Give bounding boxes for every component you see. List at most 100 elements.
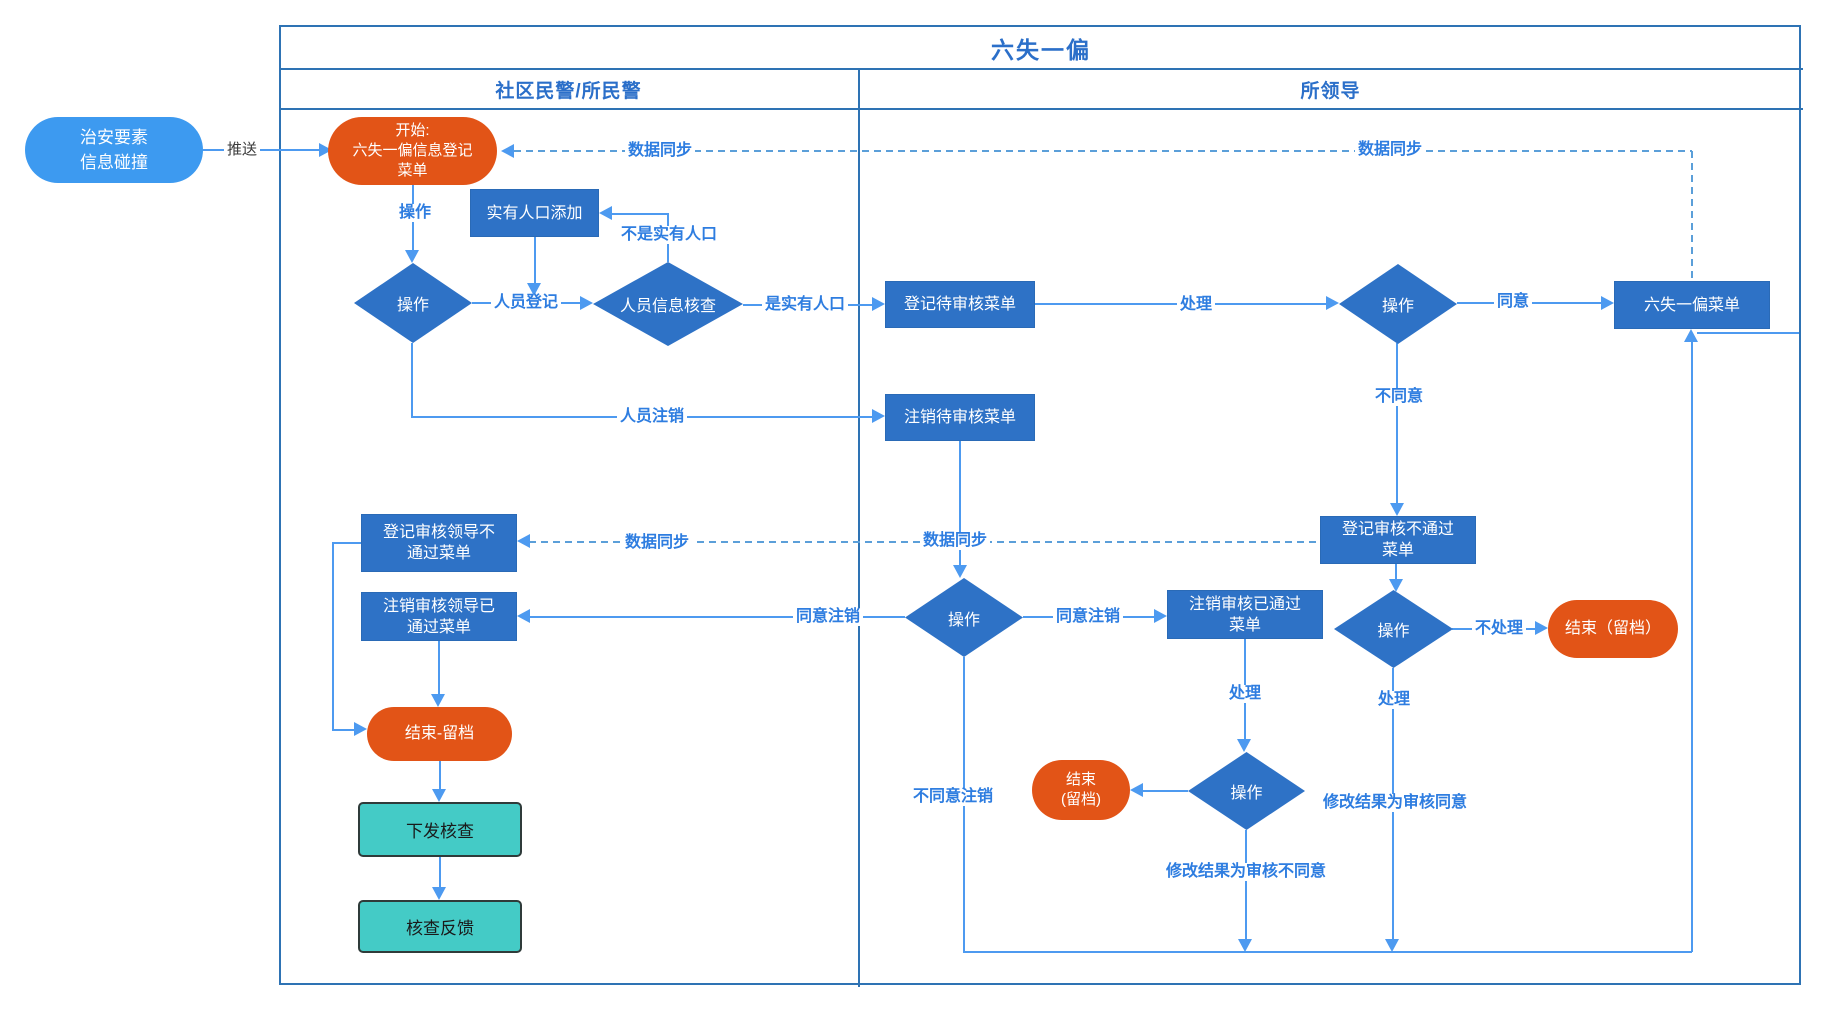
connector-segment xyxy=(333,542,361,544)
node-register-review-leader-rejected-menu: 登记审核领导不通过菜单 xyxy=(361,514,517,572)
connector-segment xyxy=(1697,332,1799,334)
label-agree: 同意 xyxy=(1493,293,1533,311)
lane-header-community-police: 社区民警/所民警 xyxy=(495,80,642,102)
node-text-line: 菜单 xyxy=(1381,542,1414,559)
node-text-line: 通过菜单 xyxy=(406,545,471,562)
node-end-archive-right: 结束（留档） xyxy=(1548,600,1678,658)
connector-segment xyxy=(1245,830,1247,940)
node-text-line: 结束 xyxy=(1065,771,1096,788)
arrowhead-icon xyxy=(599,206,612,220)
node-register-review-rejected-menu: 登记审核不通过菜单 xyxy=(1320,516,1476,564)
node-text-line: 六失一偏菜单 xyxy=(1643,296,1740,314)
connector-segment xyxy=(1396,343,1398,504)
arrowhead-icon xyxy=(580,296,593,310)
node-cancel-review-approved-menu: 注销审核已通过菜单 xyxy=(1167,590,1323,639)
node-text-line: 菜单 xyxy=(1228,616,1261,634)
lane-divider-line xyxy=(858,68,860,987)
arrowhead-icon xyxy=(354,722,367,736)
label-no-process: 不处理 xyxy=(1471,620,1527,638)
arrowhead-icon xyxy=(527,283,541,296)
label-not-real-population: 不是实有人口 xyxy=(617,226,721,244)
connector-segment xyxy=(439,761,441,790)
connector-segment xyxy=(963,951,1692,953)
label-disagree-cancel: 不同意注销 xyxy=(909,788,997,806)
connector-segment xyxy=(529,616,905,618)
node-cancel-pending-review-menu: 注销待审核菜单 xyxy=(885,394,1035,441)
label-person-register: 人员登记 xyxy=(490,294,562,312)
label-process-1: 处理 xyxy=(1176,296,1216,314)
arrowhead-icon xyxy=(432,789,446,802)
diagram-outer-frame xyxy=(279,25,1801,985)
node-text-line: 人员信息核查 xyxy=(619,298,716,315)
arrowhead-icon xyxy=(872,297,885,311)
connector-segment xyxy=(439,857,441,888)
node-text-line: 治安要素 xyxy=(80,128,148,147)
node-text-line: 操作 xyxy=(396,297,429,314)
node-end-archive-bottom: 结束 (留档) xyxy=(1032,760,1130,820)
label-agree-cancel-left: 同意注销 xyxy=(792,608,864,626)
node-text-line: 操作 xyxy=(1381,298,1414,315)
node-six-loss-menu: 六失一偏菜单 xyxy=(1614,281,1770,329)
diagram-title: 六失一偏 xyxy=(991,36,1091,63)
arrowhead-icon xyxy=(431,694,445,707)
node-verification-feedback: 核查反馈 xyxy=(358,900,522,953)
node-text-line: 注销待审核菜单 xyxy=(903,409,1016,426)
arrowhead-icon xyxy=(1237,739,1251,752)
connector-segment xyxy=(411,343,413,417)
node-cancel-review-leader-approved-menu: 注销审核领导已通过菜单 xyxy=(361,592,517,641)
arrowhead-icon xyxy=(1385,939,1399,952)
node-text-line: 菜单 xyxy=(397,162,428,179)
arrowhead-icon xyxy=(1130,783,1143,797)
dashed-connector-segment xyxy=(1691,151,1693,281)
label-data-sync-4: 数据同步 xyxy=(919,532,991,550)
node-security-element-collision: 治安要素信息碰撞 xyxy=(25,117,203,183)
connector-segment xyxy=(1142,790,1188,792)
node-text-line: 登记审核不通过 xyxy=(1341,521,1454,538)
node-text-line: 通过菜单 xyxy=(406,618,471,636)
label-push: 推送 xyxy=(223,141,261,159)
node-text-line: 核查反馈 xyxy=(406,919,474,938)
label-is-real-population: 是实有人口 xyxy=(761,296,849,314)
node-text-line: 操作 xyxy=(947,611,980,629)
label-person-cancel: 人员注销 xyxy=(616,408,688,426)
connector-segment xyxy=(1691,342,1693,952)
node-text-line: 操作 xyxy=(1230,785,1263,802)
connector-segment xyxy=(332,729,355,731)
arrowhead-icon xyxy=(953,565,967,578)
arrowhead-icon xyxy=(1535,621,1548,635)
node-text-line: 注销审核领导已 xyxy=(382,597,495,615)
node-start-registration-menu: 开始: 六失一偏信息登记菜单 xyxy=(328,117,497,185)
label-operate: 操作 xyxy=(395,204,435,222)
dashed-connector-segment xyxy=(514,150,1692,152)
node-text-line: (留档) xyxy=(1061,791,1101,808)
arrowhead-icon xyxy=(517,534,530,548)
node-text-line: 下发核查 xyxy=(406,822,474,841)
arrowhead-icon xyxy=(1326,296,1339,310)
label-modify-result-disagree: 修改结果为审核不同意 xyxy=(1162,863,1330,881)
node-real-population-add: 实有人口添加 xyxy=(470,189,599,237)
arrowhead-icon xyxy=(872,409,885,423)
lane-header-station-leader: 所领导 xyxy=(1300,80,1361,102)
label-process-2: 处理 xyxy=(1225,685,1265,703)
arrowhead-icon xyxy=(432,887,446,900)
node-text-line: 开始: xyxy=(395,122,430,139)
label-disagree: 不同意 xyxy=(1371,388,1427,406)
arrowhead-icon xyxy=(1238,939,1252,952)
connector-segment xyxy=(534,237,536,284)
label-modify-result-agree: 修改结果为审核同意 xyxy=(1319,794,1471,812)
label-agree-cancel-right: 同意注销 xyxy=(1052,608,1124,626)
label-process-3: 处理 xyxy=(1374,691,1414,709)
node-issue-verification: 下发核查 xyxy=(358,802,522,857)
node-text-line: 实有人口添加 xyxy=(486,204,583,222)
label-data-sync-2: 数据同步 xyxy=(1354,141,1426,159)
connector-segment xyxy=(203,149,320,151)
arrowhead-icon xyxy=(1389,579,1403,592)
node-text-line: 结束-留档 xyxy=(404,725,475,742)
node-text-line: 六失一偏信息登记 xyxy=(352,142,473,159)
arrowhead-icon xyxy=(1390,503,1404,516)
node-text-line: 操作 xyxy=(1377,623,1410,640)
lane-header-separator-line xyxy=(279,108,1803,110)
arrowhead-icon xyxy=(517,609,530,623)
node-text-line: 登记待审核菜单 xyxy=(903,296,1016,313)
